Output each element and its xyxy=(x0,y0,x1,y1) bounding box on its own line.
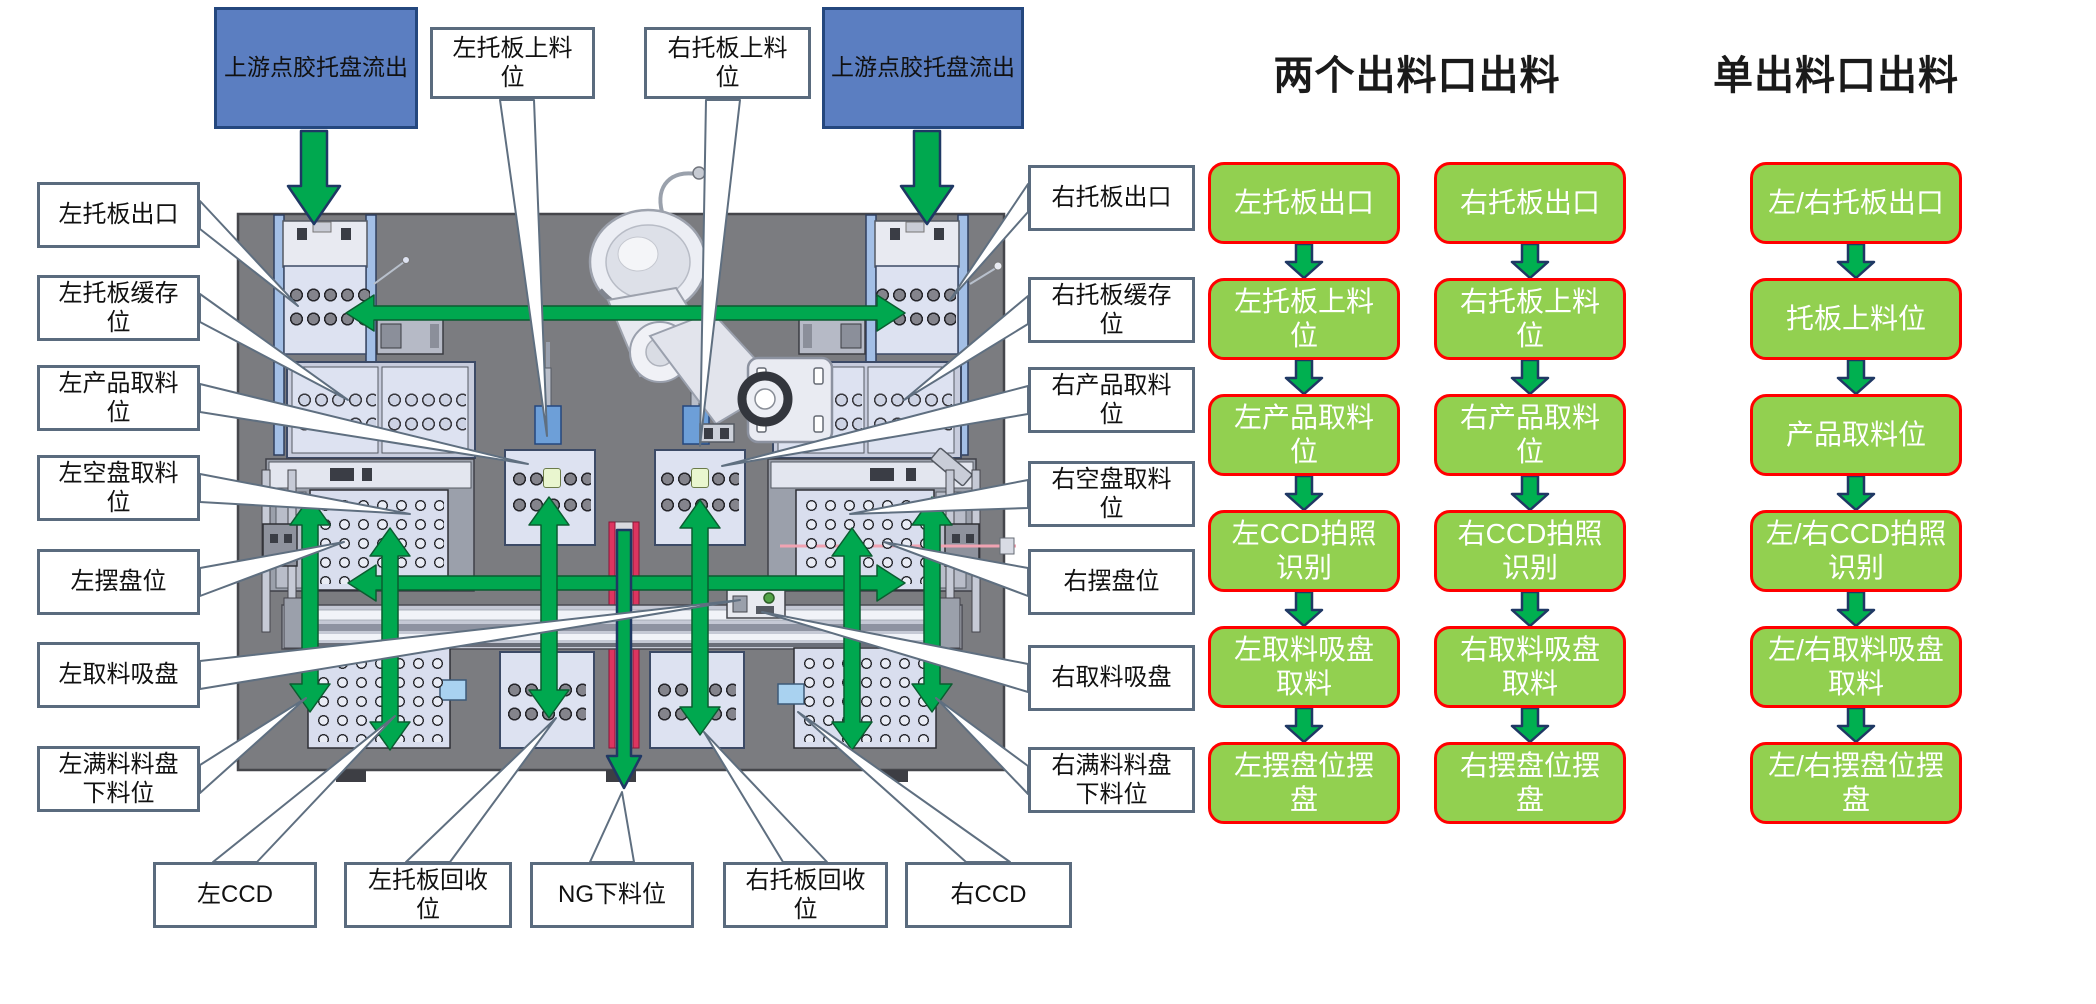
highlight-hex xyxy=(543,468,561,488)
flow-step-right-ccd: 右CCD拍照识别 xyxy=(1434,510,1626,592)
bottom-callout-4: 右CCD xyxy=(905,862,1072,928)
pointer-left-3 xyxy=(199,473,411,515)
right-callout-3: 右空盘取料位 xyxy=(1028,461,1195,527)
flow-step-left-suction: 左取料吸盘取料 xyxy=(1208,626,1400,708)
pointer-bottom-3 xyxy=(703,731,828,863)
arrow-left-pallet-lane xyxy=(528,496,570,719)
robot-arm xyxy=(588,166,834,444)
down-arrow-icon xyxy=(1510,360,1550,394)
pointer-right-4 xyxy=(883,541,1029,597)
sensor-bracket xyxy=(999,537,1015,555)
flow-step-left-ccd: 左CCD拍照识别 xyxy=(1208,510,1400,592)
right-callout-6: 右满料料盘下料位 xyxy=(1028,747,1195,813)
source-box-left: 上游点胶托盘流出 xyxy=(214,7,418,129)
pointer-right-6 xyxy=(935,697,1029,795)
pointer-top-left xyxy=(499,99,548,437)
left-callout-5: 左取料吸盘 xyxy=(37,642,200,708)
flow-step-single-suction: 左/右取料吸盘取料 xyxy=(1750,626,1962,708)
down-arrow-icon xyxy=(1510,476,1550,510)
left-buffer-hex-grid xyxy=(386,388,466,436)
highlight-hex xyxy=(691,468,709,488)
top-callout-left: 左托板上料位 xyxy=(430,27,595,99)
down-arrow-icon xyxy=(1836,360,1876,394)
flow-step-right-suction: 右取料吸盘取料 xyxy=(1434,626,1626,708)
flow-title-dual-outlet: 两个出料口出料 xyxy=(1273,54,1561,98)
down-arrow-icon xyxy=(1284,592,1324,626)
down-arrow-icon xyxy=(1836,592,1876,626)
down-arrow-icon xyxy=(1284,476,1324,510)
down-arrow-icon xyxy=(1510,244,1550,278)
flow-step-right-load: 右托板上料位 xyxy=(1434,278,1626,360)
right-callout-4: 右摆盘位 xyxy=(1028,549,1195,615)
arrow-right-lift xyxy=(911,496,953,713)
flow-step-single-exit: 左/右托板出口 xyxy=(1750,162,1962,244)
bottom-callout-1: 左托板回收位 xyxy=(344,862,512,928)
left-pallet-exit-module xyxy=(273,214,444,456)
bottom-callout-3: 右托板回收位 xyxy=(723,862,888,928)
down-arrow-icon xyxy=(1836,244,1876,278)
pointer-right-5 xyxy=(761,611,1029,693)
arrow-inflow-right xyxy=(899,129,955,226)
flow-step-single-load: 托板上料位 xyxy=(1750,278,1962,360)
right-callout-0: 右托板出口 xyxy=(1028,165,1195,231)
flow-step-left-pick-pos: 左产品取料位 xyxy=(1208,394,1400,476)
down-arrow-icon xyxy=(1510,708,1550,742)
bottom-callout-0: 左CCD xyxy=(153,862,317,928)
pointer-left-5 xyxy=(199,599,741,690)
source-box-right: 上游点胶托盘流出 xyxy=(822,7,1024,129)
pointer-left-0 xyxy=(199,200,299,307)
right-callout-5: 右取料吸盘 xyxy=(1028,645,1195,711)
left-callout-3: 左空盘取料位 xyxy=(37,455,200,521)
arrow-inflow-left xyxy=(286,129,342,226)
bottom-callout-2: NG下料位 xyxy=(530,862,694,928)
left-callout-6: 左满料料盘下料位 xyxy=(37,746,200,812)
pointer-top-right xyxy=(699,99,741,447)
pointer-bottom-2 xyxy=(589,791,635,863)
flow-step-single-ccd: 左/右CCD拍照识别 xyxy=(1750,510,1962,592)
arrow-ng-lane xyxy=(605,528,643,790)
flow-step-single-place: 左/右摆盘位摆盘 xyxy=(1750,742,1962,824)
machine-foot xyxy=(336,770,366,782)
down-arrow-icon xyxy=(1284,360,1324,394)
pointer-bottom-0 xyxy=(212,715,396,863)
down-arrow-icon xyxy=(1836,476,1876,510)
top-callout-right: 右托板上料位 xyxy=(644,27,811,99)
left-callout-1: 左托板缓存位 xyxy=(37,275,200,341)
left-callout-0: 左托板出口 xyxy=(37,182,200,248)
pointer-left-6 xyxy=(199,697,307,794)
pointer-left-2 xyxy=(199,383,529,465)
pointer-right-1 xyxy=(903,295,1029,401)
flow-step-left-place: 左摆盘位摆盘 xyxy=(1208,742,1400,824)
down-arrow-icon xyxy=(1836,708,1876,742)
pointer-left-1 xyxy=(199,293,349,401)
flow-step-left-exit: 左托板出口 xyxy=(1208,162,1400,244)
down-arrow-icon xyxy=(1284,244,1324,278)
pointer-left-4 xyxy=(199,541,345,597)
right-callout-1: 右托板缓存位 xyxy=(1028,277,1195,343)
arrow-top-transfer xyxy=(345,294,906,332)
pointer-bottom-1 xyxy=(405,717,557,863)
down-arrow-icon xyxy=(1510,592,1550,626)
pointer-right-3 xyxy=(849,479,1029,515)
down-arrow-icon xyxy=(1284,708,1324,742)
flow-step-right-exit: 右托板出口 xyxy=(1434,162,1626,244)
flow-step-right-pick-pos: 右产品取料位 xyxy=(1434,394,1626,476)
arrow-left-lift xyxy=(289,496,331,713)
flow-step-single-pick-pos: 产品取料位 xyxy=(1750,394,1962,476)
flow-step-left-load: 左托板上料位 xyxy=(1208,278,1400,360)
arrow-right-pallet-lane xyxy=(679,499,721,736)
flow-step-right-place: 右摆盘位摆盘 xyxy=(1434,742,1626,824)
flow-title-single-outlet: 单出料口出料 xyxy=(1713,54,1959,98)
left-callout-2: 左产品取料位 xyxy=(37,365,200,431)
right-callout-2: 右产品取料位 xyxy=(1028,367,1195,433)
pointer-right-0 xyxy=(949,183,1029,301)
left-callout-4: 左摆盘位 xyxy=(37,549,200,615)
